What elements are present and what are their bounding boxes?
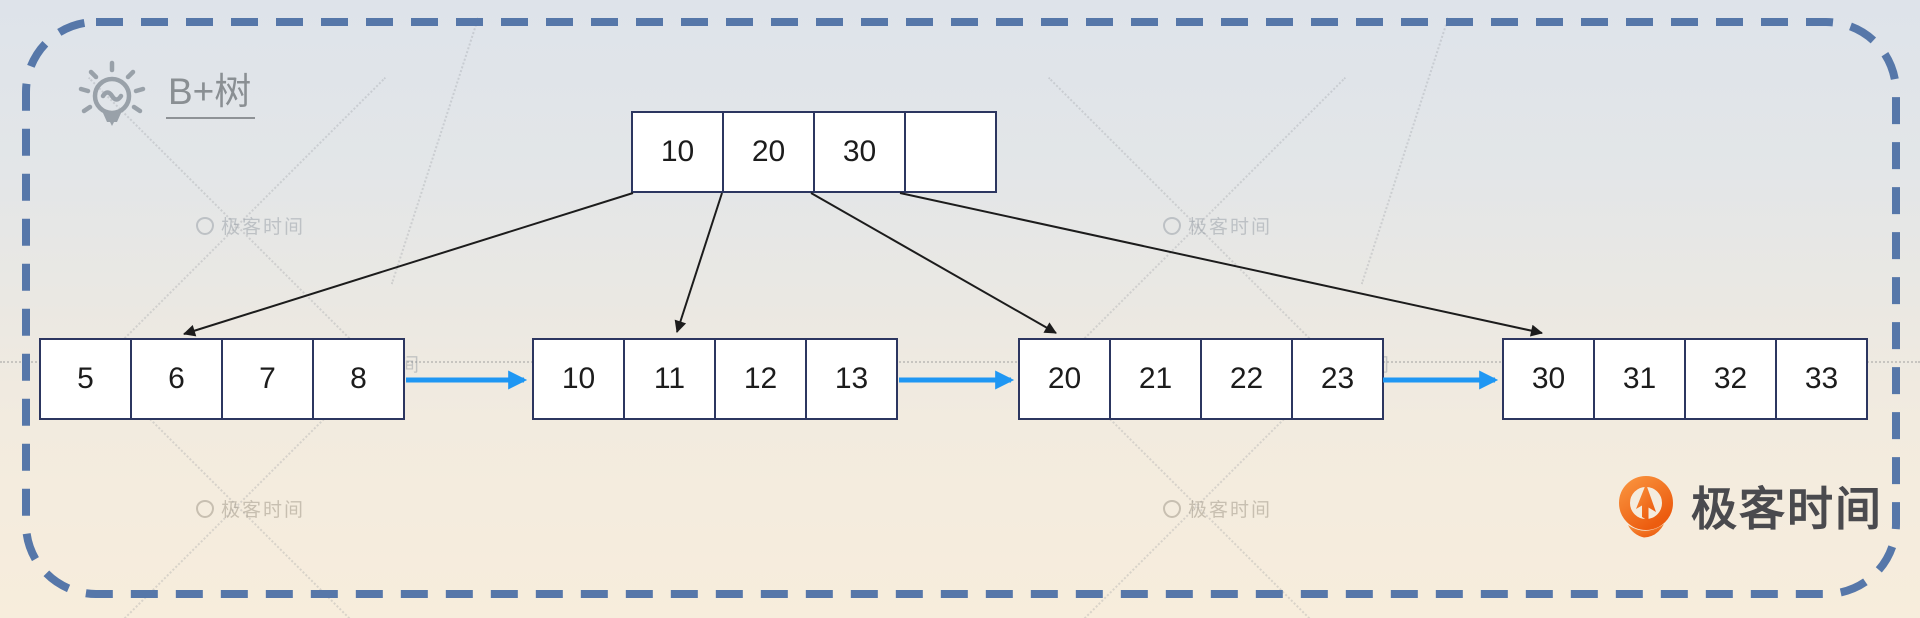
leaf-cell: 11 bbox=[625, 340, 716, 418]
decor-line bbox=[390, 17, 480, 285]
slide-title-block: B+树 bbox=[76, 58, 256, 134]
watermark: 极客时间 bbox=[196, 495, 305, 522]
leaf-node-3: 20 21 22 23 bbox=[1018, 338, 1384, 420]
leaf-cell: 6 bbox=[132, 340, 223, 418]
leaf-cell: 30 bbox=[1504, 340, 1595, 418]
lightbulb-base bbox=[103, 113, 121, 126]
leaf-cell: 33 bbox=[1804, 362, 1839, 395]
leaf-cell: 21 bbox=[1111, 340, 1202, 418]
decor-line bbox=[1360, 17, 1450, 285]
root-node: 10 20 30 bbox=[631, 111, 997, 193]
leaf-cell: 22 bbox=[1202, 340, 1293, 418]
watermark-logo-icon bbox=[1163, 216, 1181, 235]
leaf-cell: 10 bbox=[534, 340, 625, 418]
watermark-logo-icon bbox=[196, 216, 214, 235]
watermark-logo-icon bbox=[196, 499, 214, 518]
geektime-logo-text: 极客时间 bbox=[1691, 483, 1883, 535]
page-title: B+树 bbox=[166, 73, 256, 119]
leaf-cell: 32 bbox=[1686, 340, 1777, 418]
leaf-cell: 13 bbox=[834, 362, 869, 395]
leaf-cell: 12 bbox=[716, 340, 807, 418]
leaf-cell: 20 bbox=[1020, 340, 1111, 418]
root-cell: 30 bbox=[815, 113, 906, 191]
watermark: 极客时间 bbox=[1163, 495, 1272, 522]
leaf-cell: 23 bbox=[1320, 362, 1355, 395]
root-cell: 10 bbox=[633, 113, 724, 191]
watermark: 极客时间 bbox=[1163, 212, 1272, 239]
watermark-logo-icon bbox=[1163, 499, 1181, 518]
lightbulb-icon bbox=[78, 60, 146, 126]
watermark-text: 极客时间 bbox=[1188, 500, 1273, 521]
geektime-logo-icon bbox=[1619, 476, 1673, 538]
geektime-logo: 极客时间 bbox=[1615, 475, 1883, 543]
leaf-cell: 7 bbox=[223, 340, 314, 418]
root-cell-empty bbox=[906, 113, 995, 191]
leaf-cell: 5 bbox=[41, 340, 132, 418]
root-cell: 20 bbox=[724, 113, 815, 191]
watermark-text: 极客时间 bbox=[221, 217, 306, 238]
leaf-node-1: 5 6 7 8 bbox=[39, 338, 405, 420]
watermark-text: 极客时间 bbox=[1188, 217, 1273, 238]
watermark-text: 极客时间 bbox=[221, 500, 306, 521]
leaf-node-4: 30 31 32 33 bbox=[1502, 338, 1868, 420]
watermark: 极客时间 bbox=[196, 212, 305, 239]
leaf-node-2: 10 11 12 13 bbox=[532, 338, 898, 420]
leaf-cell: 8 bbox=[350, 362, 367, 395]
leaf-cell: 31 bbox=[1595, 340, 1686, 418]
